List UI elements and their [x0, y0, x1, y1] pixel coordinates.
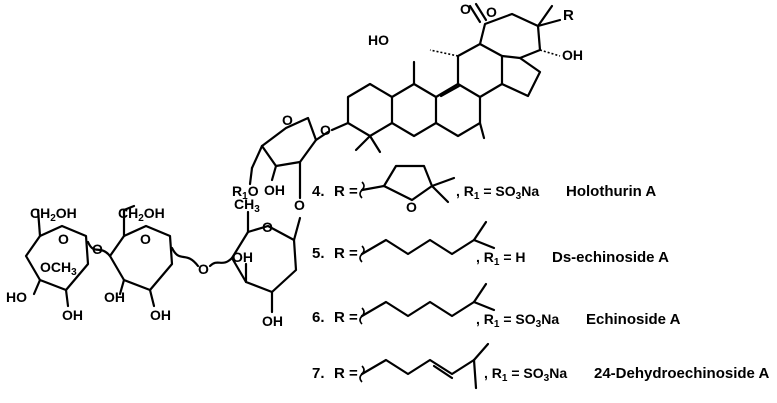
xylose-ring [248, 116, 330, 200]
och3-label: OCH3 [40, 259, 77, 278]
compound-4-number: 4. [312, 183, 325, 200]
compound-7-r: R = [334, 365, 358, 382]
compound-7-substituent [359, 342, 490, 390]
lactone-o-label: O [486, 4, 497, 20]
xylose-oh: OH [264, 182, 285, 198]
methylglucose-ho: HO [6, 289, 27, 305]
bridge-o: O [198, 261, 209, 277]
quinovose-ring-o: O [262, 219, 273, 235]
aglycone [330, 2, 562, 154]
quinovose-oh1: OH [232, 249, 253, 265]
quinovose-oh2: OH [262, 313, 283, 329]
compound-6-number: 6. [312, 309, 325, 326]
compound-6-r1: , R1 = SO3Na [476, 311, 559, 330]
glc-link-o: O [92, 241, 103, 257]
r1o-label: R1O [232, 183, 259, 202]
compound-5-number: 5. [312, 245, 325, 262]
compound-7-r1: , R1 = SO3Na [484, 365, 567, 384]
compound-5-name: Ds-echinoside A [552, 249, 669, 266]
compound-6-substituent [359, 282, 496, 325]
compound-6-r: R = [334, 309, 358, 326]
thf-o: O [406, 199, 417, 215]
ch3-quinovose: CH3 [234, 196, 260, 215]
glucose-ring-o: O [140, 231, 151, 247]
r-top-label: R [563, 7, 574, 24]
compound-5-r: R = [334, 245, 358, 262]
xylose-ring-o: O [282, 112, 293, 128]
compound-6-name: Echinoside A [586, 311, 681, 328]
compound-7-number: 7. [312, 365, 325, 382]
compound-5-substituent [359, 220, 496, 263]
compound-4-r1: , R1 = SO3Na [456, 183, 539, 202]
ch2oh-glucose: CH2OH [118, 205, 165, 224]
methylglucose-ring-o: O [58, 231, 69, 247]
methylglucose-ring [24, 208, 90, 308]
ch2oh-methylglucose: CH2OH [30, 205, 77, 224]
glucose-oh: OH [150, 307, 171, 323]
compound-4-name: Holothurin A [566, 183, 656, 200]
carbonyl-o-label: O [460, 1, 471, 17]
compound-5-r1: , R1 = H [476, 249, 526, 268]
xylose-quinovose-o: O [294, 197, 305, 213]
ho-top-label: HO [368, 32, 389, 48]
methylglucose-oh: OH [62, 307, 83, 323]
glycosidic-o-label: O [320, 122, 331, 138]
compound-4-r: R = [334, 183, 358, 200]
glucose-ho: OH [104, 289, 125, 305]
compound-4-substituent [359, 164, 456, 204]
glucose-ring [108, 204, 174, 308]
compound-7-name: 24-Dehydroechinoside A [594, 365, 769, 382]
oh-top-label: OH [562, 47, 583, 63]
quinovose-ring [230, 210, 302, 314]
